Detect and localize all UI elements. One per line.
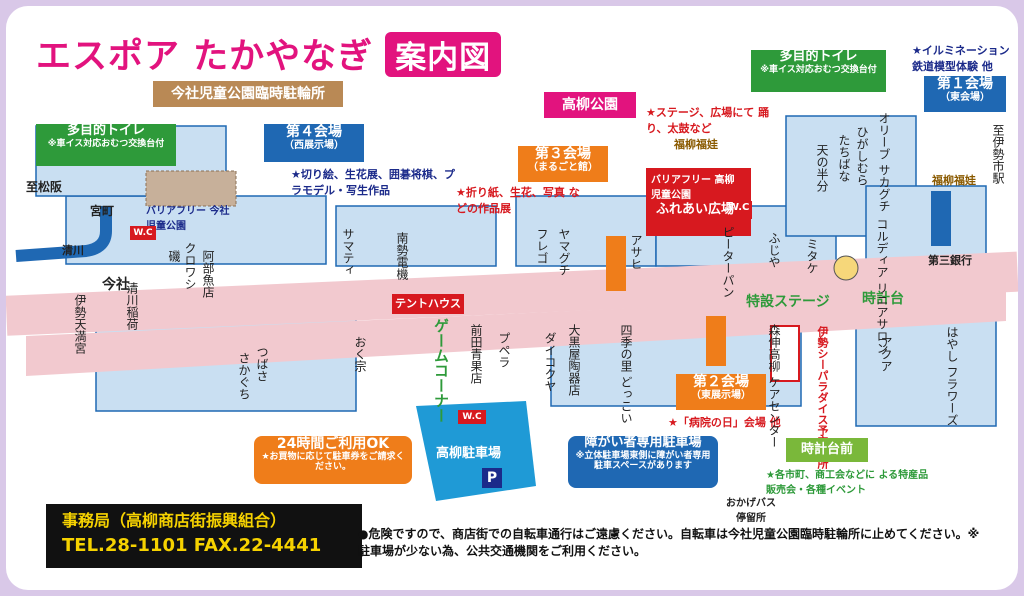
- place-care: 森伸高柳 ケアセンター: [767, 324, 781, 448]
- venue-2-label: 第２会場: [693, 374, 749, 390]
- toilet-west-title: 多目的トイレ: [66, 123, 145, 138]
- disabled-parking-note: ※立体駐車場東側に障がい者専用駐車スペースがあります: [575, 450, 711, 472]
- venue-4-sub: （西展示場）: [284, 140, 344, 152]
- place-matsusaka: 至松阪: [26, 180, 63, 194]
- disabled-parking-title: 障がい者専用駐車場: [584, 435, 702, 450]
- place-tenhanbun: 天の半分: [815, 144, 829, 192]
- place-kiyokawa: 清川: [62, 244, 84, 257]
- venue-1-label: 第１会場: [937, 76, 993, 92]
- venue-3-label: 第３会場: [535, 146, 591, 162]
- parking-24h: 24時間ご利用OK ★お買物に応じて駐車券をご請求ください。: [254, 436, 412, 484]
- office-tel: TEL.28-1101 FAX.22-4441: [62, 535, 322, 557]
- west-park-label: バリアフリー 今社児童公園: [146, 206, 230, 232]
- venue-3-note: ★折り紙、生花、写真 などの作品展: [456, 186, 580, 215]
- place-nansei: 南勢電機: [395, 232, 409, 280]
- toilet-east: 多目的トイレ ※車イス対応おむつ交換台付: [751, 49, 886, 92]
- place-imakoso: 今社: [102, 277, 130, 293]
- place-higashi: ひがしむら: [855, 126, 869, 186]
- tent-house: テントハウス: [392, 294, 464, 314]
- office-box: 事務局（高柳商店街振興組合） TEL.28-1101 FAX.22-4441: [46, 504, 362, 568]
- office-title: 事務局（高柳商店街振興組合）: [62, 511, 287, 530]
- toilet-west: 多目的トイレ ※車イス対応おむつ交換台付: [36, 123, 176, 166]
- clock-tower: 時計台: [862, 291, 904, 307]
- place-abe: 阿部魚店: [201, 250, 215, 298]
- place-fujiya: ふじや: [767, 232, 781, 268]
- place-acua: アクア: [879, 336, 893, 372]
- place-iso: 磯: [167, 250, 181, 262]
- parking-p-icon: P: [482, 468, 502, 488]
- parking-label: 高柳駐車場: [436, 446, 502, 461]
- place-bus: おかげバス 停留所: [726, 498, 776, 524]
- place-shikinosato: 四季の里 どっこい: [619, 324, 633, 424]
- place-iseshi: 至伊勢市駅: [991, 124, 1005, 184]
- place-samati: サマティ: [341, 228, 355, 276]
- place-asahi: アサヒ: [629, 234, 643, 270]
- venue-3-sub: （まるごと館）: [528, 162, 598, 174]
- place-miyamachi: 宮町: [90, 204, 115, 218]
- place-corledia: コルディア リニアサロン: [875, 218, 889, 354]
- venue-2: 第２会場 （東展示場）: [676, 374, 766, 410]
- place-okuro: 大黒屋陶器店: [567, 324, 581, 396]
- map-base: [6, 115, 1018, 501]
- place-kuroshi: クロワシ: [183, 242, 197, 290]
- toilet-west-note: ※車イス対応おむつ交換台付: [47, 138, 165, 149]
- park-plaza: ふれあい広場: [656, 202, 735, 217]
- place-hayashi: はやし フラワーズ: [945, 326, 959, 426]
- place-kiyokawa-inari: 清川稲荷: [125, 282, 139, 330]
- venue-1: 第１会場 （東会場）: [924, 76, 1006, 112]
- parking-wc: W.C: [458, 410, 486, 424]
- venue-1-sub: （東会場）: [940, 92, 990, 104]
- place-mitake: ミタケ: [805, 238, 819, 274]
- place-okumune: おく宗: [353, 336, 367, 372]
- map-frame: エスポア たかやなぎ案内図 今社児童公園臨時駐輪所 多目的トイレ ※車イス対応お…: [6, 6, 1018, 590]
- paradise-label: 伊勢シーパラダイス予定場所: [816, 326, 829, 469]
- park-label: 高柳公園: [544, 92, 636, 118]
- toilet-east-title: 多目的トイレ: [779, 49, 858, 64]
- parking-24h-note: ★お買物に応じて駐車券をご請求ください。: [261, 452, 405, 473]
- place-fukuyanagi: 福柳福娃: [932, 174, 976, 187]
- toilet-east-note: ※車イス対応おむつ交換台付: [760, 64, 877, 75]
- place-sagaguchi: さかぐち: [237, 352, 251, 400]
- place-yamaguchi: ヤマグチ: [557, 228, 571, 276]
- park-barrier-free: バリアフリー 高柳児童公園: [651, 175, 735, 201]
- special-stage: 特設ステージ: [746, 294, 830, 310]
- venue-4-label: 第４会場: [286, 124, 342, 140]
- place-tachibana: たちばな: [837, 134, 851, 182]
- place-peter: ピーターパン: [721, 226, 735, 298]
- park-wc: W.C: [728, 202, 750, 213]
- page-title: エスポア たかやなぎ案内図: [36, 28, 502, 79]
- venue-4: 第４会場 （西展示場）: [264, 124, 364, 162]
- disabled-parking: 障がい者専用駐車場 ※立体駐車場東側に障がい者専用駐車スペースがあります: [568, 435, 718, 488]
- place-tsubasa: つばさ: [255, 346, 269, 382]
- park-note: ★ステージ、広場にて 踊り、太鼓など: [646, 106, 770, 135]
- venue-2-sub: （東展示場）: [691, 390, 751, 402]
- clock-front-note: ★各市町、商工会などに よる特産品販売会・各種イベント: [766, 470, 929, 496]
- notice-text: ●危険ですので、商店街での自転車通行はご遠慮ください。自転車は今社児童公園臨時駐…: [358, 527, 980, 558]
- bike-parking-label: 今社児童公園臨時駐輪所: [153, 81, 343, 107]
- title-sub: 案内図: [385, 32, 502, 77]
- west-park-wc: W.C: [130, 226, 156, 240]
- place-pureberra: プペラ: [497, 332, 511, 368]
- title-main: エスポア たかやなぎ: [36, 37, 374, 77]
- place-maeda: 前田青果店: [469, 324, 483, 384]
- place-ise-tenman: 伊勢天満宮: [73, 294, 87, 354]
- place-frego: フレゴ: [535, 228, 549, 264]
- clock-front: 時計台前: [786, 438, 868, 462]
- parking-24h-title: 24時間ご利用OK: [276, 436, 390, 452]
- place-olive: オリーブ サカグチ: [877, 112, 891, 212]
- park-sub2: 福柳福娃: [674, 138, 718, 151]
- place-daisan: 第三銀行: [928, 254, 972, 267]
- game-corner: ゲームコーナー: [432, 318, 450, 423]
- venue-3: 第３会場 （まるごと館）: [518, 146, 608, 182]
- place-daikokuya: ダイコクヤ: [543, 332, 557, 392]
- venue-4-note: ★切り絵、生花展、囲碁将棋、プラモデル・写生作品: [291, 168, 455, 197]
- venue-2-note: ★「病院の日」会場 他: [668, 416, 781, 429]
- venue-1-note: ★イルミネーション 鉄道模型体験 他: [912, 44, 1010, 73]
